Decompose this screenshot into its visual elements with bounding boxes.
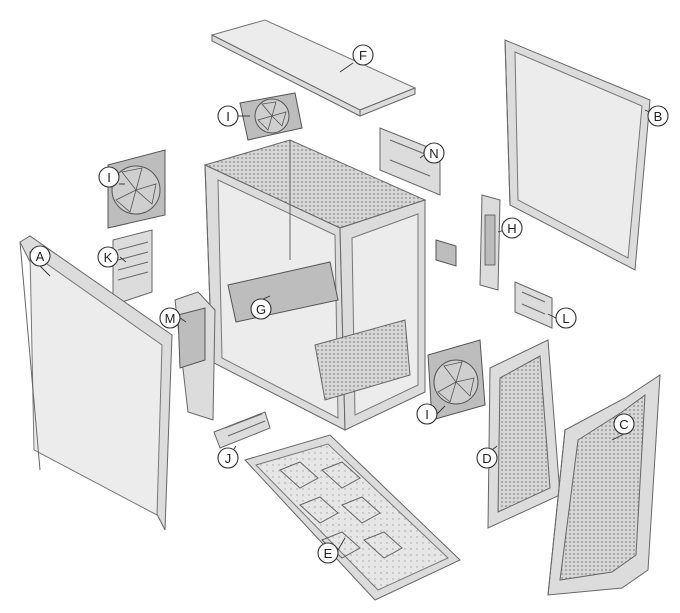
callout-L: L: [556, 308, 576, 328]
vertical-bracket-part: [480, 195, 500, 290]
callout-C-label: C: [619, 417, 628, 432]
callout-K: K: [98, 247, 118, 267]
callout-I-rear: I: [99, 167, 119, 187]
callout-H-label: H: [507, 221, 516, 236]
callout-D-label: D: [482, 451, 491, 466]
callout-A-label: A: [36, 249, 45, 264]
small-bracket-part: [515, 282, 552, 328]
front-fan-part: [428, 340, 485, 420]
callout-H: H: [502, 218, 522, 238]
callout-F-label: F: [359, 48, 367, 63]
top-filter-part: [212, 20, 415, 116]
rear-fan-part: [108, 150, 165, 228]
callout-E-label: E: [324, 546, 333, 561]
callout-I-top-label: I: [226, 109, 230, 124]
callout-N-label: N: [429, 146, 438, 161]
small-grille-part: [214, 412, 270, 448]
top-fan-part: [240, 93, 302, 140]
callout-L-label: L: [562, 311, 569, 326]
callout-I-front: I: [417, 404, 437, 424]
callout-M: M: [160, 308, 180, 328]
callout-I-rear-label: I: [107, 170, 111, 185]
callout-A: A: [30, 246, 50, 266]
callout-I-top: I: [218, 106, 238, 126]
callout-I-front-label: I: [425, 407, 429, 422]
callout-B-label: B: [654, 109, 663, 124]
callout-J-label: J: [225, 451, 232, 466]
callout-B: B: [648, 106, 668, 126]
callout-C: C: [614, 414, 634, 434]
callout-G-label: G: [256, 302, 266, 317]
callout-J: J: [218, 448, 238, 468]
callout-K-label: K: [104, 250, 113, 265]
front-frame-part: [488, 340, 560, 528]
io-connector-part: [436, 240, 456, 266]
bottom-filter-part: [245, 435, 460, 600]
right-side-panel-part: [505, 40, 650, 270]
cable-cover-part: [175, 292, 215, 420]
callout-M-label: M: [165, 311, 176, 326]
callout-D: D: [477, 448, 497, 468]
callout-G: G: [251, 299, 271, 319]
callout-E: E: [318, 543, 338, 563]
chassis-part: [205, 140, 425, 430]
pci-cover-part: [113, 230, 152, 305]
callout-N: N: [424, 143, 444, 163]
callout-F: F: [353, 45, 373, 65]
front-panel-part: [548, 375, 660, 595]
